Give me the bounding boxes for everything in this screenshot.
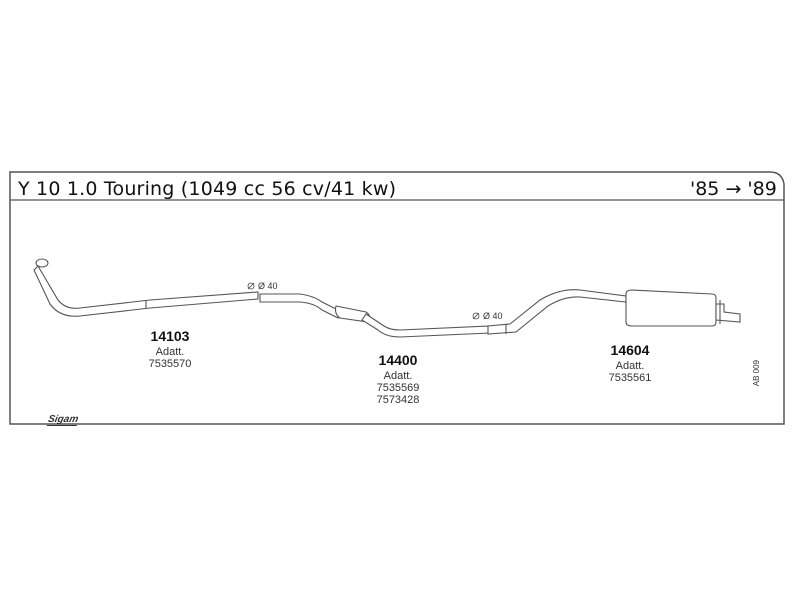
part-ref-7535570: 7535570 xyxy=(148,358,192,370)
year-range: '85 → '89 xyxy=(690,178,777,200)
middle-pipe xyxy=(259,293,491,338)
diagram-frame xyxy=(9,171,785,425)
page-title: Y 10 1.0 Touring (1049 cc 56 cv/41 kw) xyxy=(18,178,397,200)
diameter-marker-2 xyxy=(472,312,480,320)
part-label-14400: Adatt. xyxy=(383,370,413,382)
part-label-14103: Adatt. xyxy=(155,346,185,358)
part-label-14604: Adatt. xyxy=(615,360,645,372)
diagram-code: AB 009 xyxy=(752,360,761,387)
rear-silencer xyxy=(625,289,717,327)
part-ref-7535561: 7535561 xyxy=(608,372,652,384)
part-ref-7573428: 7573428 xyxy=(376,394,420,406)
part-number-14604: 14604 xyxy=(610,342,650,358)
diameter-label-1: Ø 40 xyxy=(258,281,278,291)
part-ref-7535569: 7535569 xyxy=(376,382,420,394)
diameter-label-2: Ø 40 xyxy=(483,311,503,321)
rear-pipe xyxy=(487,289,741,335)
part-number-14400: 14400 xyxy=(378,352,418,368)
diameter-marker-1 xyxy=(247,282,255,290)
part-number-14103: 14103 xyxy=(150,328,190,344)
front-pipe xyxy=(33,258,259,317)
brand-logo: Sigam xyxy=(46,414,80,426)
